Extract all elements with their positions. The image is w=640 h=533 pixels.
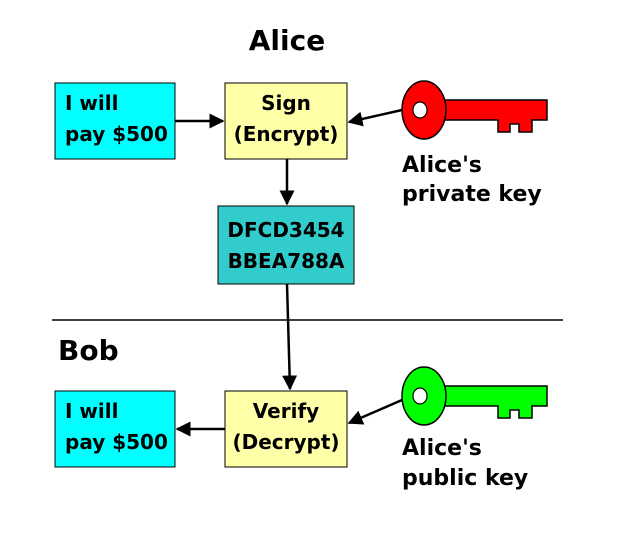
original-message-line-2: pay $500 xyxy=(65,122,168,146)
sign-box xyxy=(224,82,348,160)
received-message-line-1: I will xyxy=(65,399,118,423)
verify-sublabel: (Decrypt) xyxy=(232,430,339,454)
public-key-to-verify-arrow xyxy=(347,398,403,425)
private-key-icon xyxy=(401,80,548,140)
public-key-label-line-2: public key xyxy=(402,466,528,491)
sign-sublabel: (Encrypt) xyxy=(234,122,339,146)
bob-title: Bob xyxy=(58,334,119,367)
private-key-label-line-2: private key xyxy=(402,182,542,207)
verify-label: Verify xyxy=(253,399,319,423)
signature-box xyxy=(217,205,355,285)
received-message-box xyxy=(54,390,176,468)
public-key-label-line-1: Alice's xyxy=(402,436,482,461)
original-message-line-1: I will xyxy=(65,91,118,115)
original-message-box xyxy=(54,82,176,160)
signature-line-1: DFCD3454 xyxy=(227,218,344,242)
received-message-line-2: pay $500 xyxy=(65,430,168,454)
alice-title: Alice xyxy=(249,24,325,57)
public-key-icon xyxy=(401,366,548,426)
private-key-to-sign-arrow xyxy=(347,108,403,127)
sign-label: Sign xyxy=(261,91,311,115)
signature-to-verify-arrow xyxy=(282,283,298,391)
signature-line-2: BBEA788A xyxy=(228,249,345,273)
verify-box xyxy=(224,390,348,468)
private-key-label-line-1: Alice's xyxy=(402,153,482,178)
